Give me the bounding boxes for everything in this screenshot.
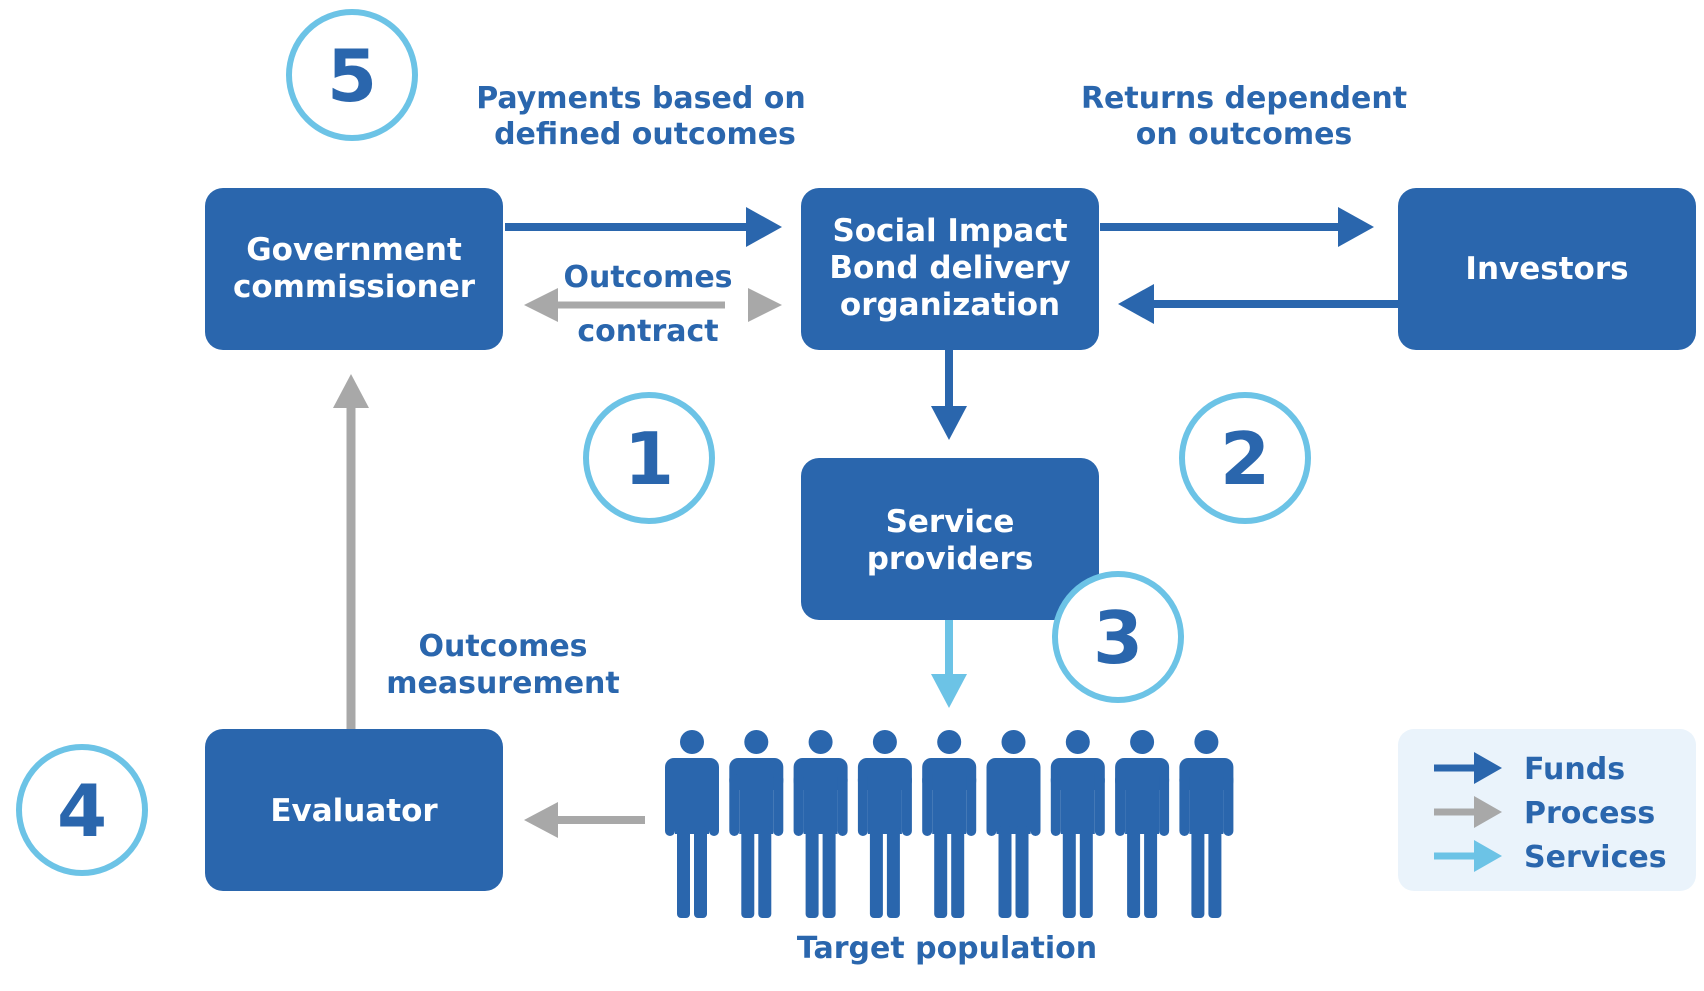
sib-line-3: organization — [840, 287, 1060, 323]
returns-label-line-1: Returns dependent — [1081, 81, 1407, 116]
arrow-evaluator-to-government — [333, 374, 369, 730]
outcomes-contract-line-1: Outcomes — [563, 260, 732, 295]
legend-services-label: Services — [1524, 840, 1667, 875]
evaluator-label: Evaluator — [270, 793, 438, 829]
arrow-investors-to-sib — [1118, 284, 1398, 324]
government-line-2: commissioner — [233, 269, 476, 305]
returns-label-line-2: on outcomes — [1136, 117, 1353, 152]
arrow-sib-to-investors — [1100, 207, 1374, 247]
step-1-number: 1 — [624, 417, 674, 501]
payments-label-line-1: Payments based on — [476, 81, 805, 116]
legend-process-label: Process — [1524, 796, 1655, 831]
providers-line-2: providers — [867, 541, 1034, 577]
person-icon — [857, 730, 912, 918]
investors-label: Investors — [1465, 251, 1628, 287]
person-icon — [729, 730, 784, 918]
investors-box: Investors — [1398, 188, 1696, 350]
arrow-outcomes-contract — [524, 288, 782, 322]
sib-line-2: Bond delivery — [829, 250, 1070, 286]
outcomes-contract-line-2: contract — [577, 314, 718, 349]
legend-process: Process — [1434, 796, 1655, 831]
service-providers-box: Service providers — [801, 458, 1099, 620]
measurement-label-line-1: Outcomes — [418, 629, 587, 664]
step-3-marker: 3 — [1052, 571, 1184, 703]
government-commissioner-box: Government commissioner — [205, 188, 503, 350]
step-2-marker: 2 — [1179, 392, 1311, 524]
step-4-number: 4 — [57, 769, 107, 853]
legend-funds: Funds — [1434, 752, 1625, 787]
measurement-label-line-2: measurement — [386, 666, 620, 701]
step-5-marker: 5 — [286, 9, 418, 141]
arrow-government-to-sib — [505, 207, 782, 247]
person-icon — [1115, 730, 1170, 918]
person-icon — [986, 730, 1041, 918]
legend-funds-label: Funds — [1524, 752, 1625, 787]
person-icon — [1050, 730, 1105, 918]
legend: Funds Process Services — [1398, 729, 1696, 891]
person-icon — [922, 730, 977, 918]
arrow-population-to-evaluator — [524, 802, 645, 838]
sib-line-1: Social Impact — [832, 213, 1067, 249]
arrow-sib-to-providers — [931, 348, 967, 440]
legend-services: Services — [1434, 840, 1667, 875]
target-population-label: Target population — [797, 931, 1097, 966]
payments-label-line-2: defined outcomes — [494, 117, 796, 152]
person-icon — [665, 730, 719, 918]
target-population-people — [665, 730, 1234, 918]
step-2-number: 2 — [1220, 417, 1270, 501]
step-4-marker: 4 — [16, 744, 148, 876]
providers-line-1: Service — [886, 504, 1015, 540]
step-5-number: 5 — [327, 34, 377, 118]
person-icon — [1179, 730, 1234, 918]
step-1-marker: 1 — [583, 392, 715, 524]
sib-organization-box: Social Impact Bond delivery organization — [801, 188, 1099, 350]
arrow-providers-to-population — [931, 620, 967, 708]
step-3-number: 3 — [1093, 596, 1143, 680]
person-icon — [793, 730, 848, 918]
government-line-1: Government — [246, 232, 462, 268]
evaluator-box: Evaluator — [205, 729, 503, 891]
